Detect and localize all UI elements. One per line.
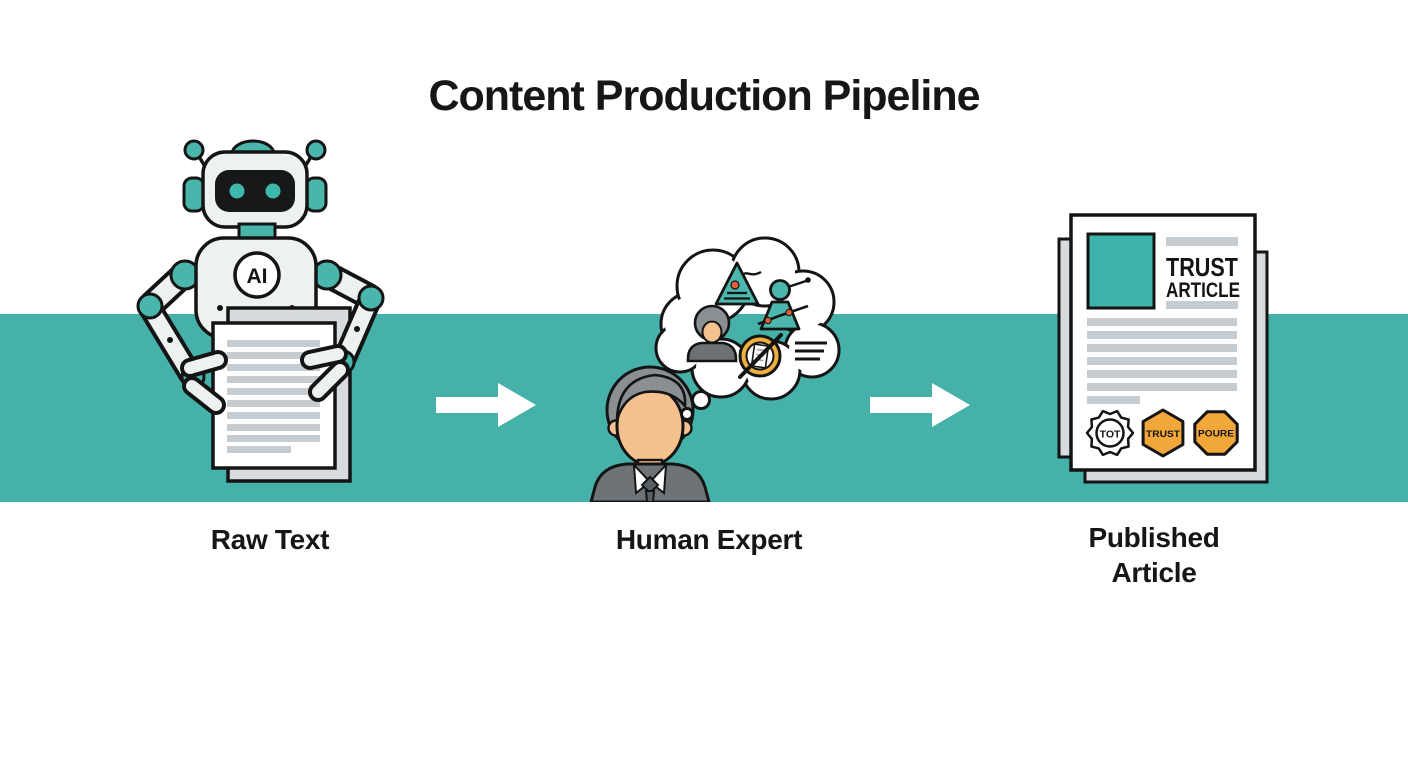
ai-badge-label: AI xyxy=(247,265,268,288)
article-heading-line2: ARTICLE xyxy=(1166,279,1240,302)
robot-eye-left xyxy=(229,183,245,199)
article-hero-image xyxy=(1086,232,1156,310)
robot-eye-right xyxy=(265,183,281,199)
expert-tie xyxy=(644,490,656,502)
antenna-ball-left-icon xyxy=(183,139,205,161)
article-text-lines xyxy=(1087,237,1238,404)
ai-chest-badge xyxy=(233,251,281,299)
human-expert-illustration xyxy=(589,236,841,502)
score-badge-icon: POURE xyxy=(1193,410,1239,456)
stage-label-published-article: Published Article xyxy=(1088,522,1220,588)
page-title: Content Production Pipeline xyxy=(428,72,980,120)
stage-human-expert: Human Expert xyxy=(559,228,859,588)
robot-elbow-right xyxy=(357,284,385,312)
woman-avatar-icon xyxy=(686,304,738,363)
person-trend-icon xyxy=(757,277,811,331)
score-badge-label: POURE xyxy=(1198,429,1234,439)
seal-badge-label: TOT xyxy=(1100,429,1121,441)
stage-label-raw-text: Raw Text xyxy=(210,524,330,555)
robot-elbow-left xyxy=(136,292,164,320)
robot-ear-left xyxy=(182,176,206,213)
expert-collar-left xyxy=(632,462,652,495)
trust-badge-label: TRUST xyxy=(1146,429,1180,440)
expert-collar-right xyxy=(648,462,668,495)
robot-claw-right xyxy=(300,344,356,402)
thought-bubble xyxy=(654,236,841,421)
stage-published-article: TRUST ARTICLE TOT TRUST POURE Published xyxy=(1040,200,1280,600)
expert-figure xyxy=(589,365,711,502)
ai-robot-illustration: AI xyxy=(136,139,385,483)
published-article-illustration: TRUST ARTICLE TOT TRUST POURE xyxy=(1057,213,1269,484)
raw-document-text-lines xyxy=(227,340,320,453)
pyramid-chart-icon xyxy=(714,261,762,306)
arrow-right-icon xyxy=(870,383,970,427)
robot-ear-right xyxy=(304,176,328,213)
expert-hair xyxy=(615,373,687,422)
stage-label-human-expert: Human Expert xyxy=(615,524,803,555)
trust-badge-icon: TRUST xyxy=(1141,408,1185,458)
robot-face-screen xyxy=(215,170,295,212)
robot-claw-left xyxy=(180,350,228,415)
antenna-ball-right-icon xyxy=(305,139,327,161)
stage-raw-text: AI xyxy=(120,128,420,588)
crossed-document-icon xyxy=(738,333,827,379)
article-heading-line1: TRUST xyxy=(1166,252,1238,282)
arrow-right-icon xyxy=(436,383,536,427)
seal-badge-icon: TOT xyxy=(1085,409,1135,457)
